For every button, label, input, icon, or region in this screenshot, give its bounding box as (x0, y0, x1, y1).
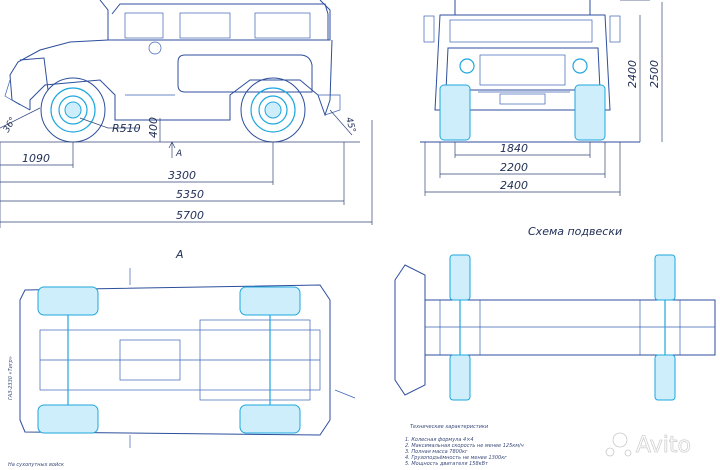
body-length-label: 5350 (176, 188, 204, 201)
plan-view (19, 268, 356, 448)
side-view-dimensions: R510 400 36° 45° A 1090 3300 5350 5700 (0, 116, 373, 228)
avito-watermark: Avito (605, 432, 691, 458)
wheelbase-label: 3300 (168, 169, 196, 182)
clearance-label: 400 (147, 117, 160, 138)
footer-note: На сухопутных войск (8, 462, 64, 468)
front-view (420, 0, 640, 143)
spec-line-4: 4. Грузоподъёмность не менее 1300кг (405, 455, 507, 461)
specs-heading: Технические характеристики (410, 424, 489, 430)
front-overhang-label: 1090 (22, 152, 50, 165)
spec-line-3: 3. Полная масса 7800кг (405, 449, 468, 455)
overall-length-label: 5700 (176, 209, 204, 222)
suspension-scheme (394, 254, 716, 401)
spec-line-1: 1. Колесная формула 4×4 (405, 437, 474, 443)
departure-angle-label: 45° (343, 116, 357, 134)
side-view (0, 0, 360, 143)
watermark-text: Avito (636, 433, 691, 458)
approach-angle-label: 36° (2, 116, 19, 135)
track-label: 1840 (500, 142, 528, 155)
front-view-dimensions: 2400 2500 1840 2200 2400 (424, 0, 663, 196)
vertical-note: ГАЗ-2330 «Тигр» (8, 356, 14, 400)
spec-line-2: 2. Максимальная скорость не менее 125км/… (405, 443, 524, 449)
overall-width-label: 2400 (500, 179, 528, 192)
avito-logo-icon (612, 432, 628, 448)
spec-line-5: 5. Мощность двигателя 158кВт (405, 461, 489, 467)
height-total-label: 2500 (648, 60, 661, 88)
section-marker-a: A (175, 149, 182, 159)
height-body-label: 2400 (626, 60, 639, 88)
plan-view-title: A (175, 248, 184, 261)
body-width-label: 2200 (500, 161, 528, 174)
wheel-radius-label: R510 (112, 122, 141, 135)
suspension-title: Схема подвески (528, 225, 622, 238)
